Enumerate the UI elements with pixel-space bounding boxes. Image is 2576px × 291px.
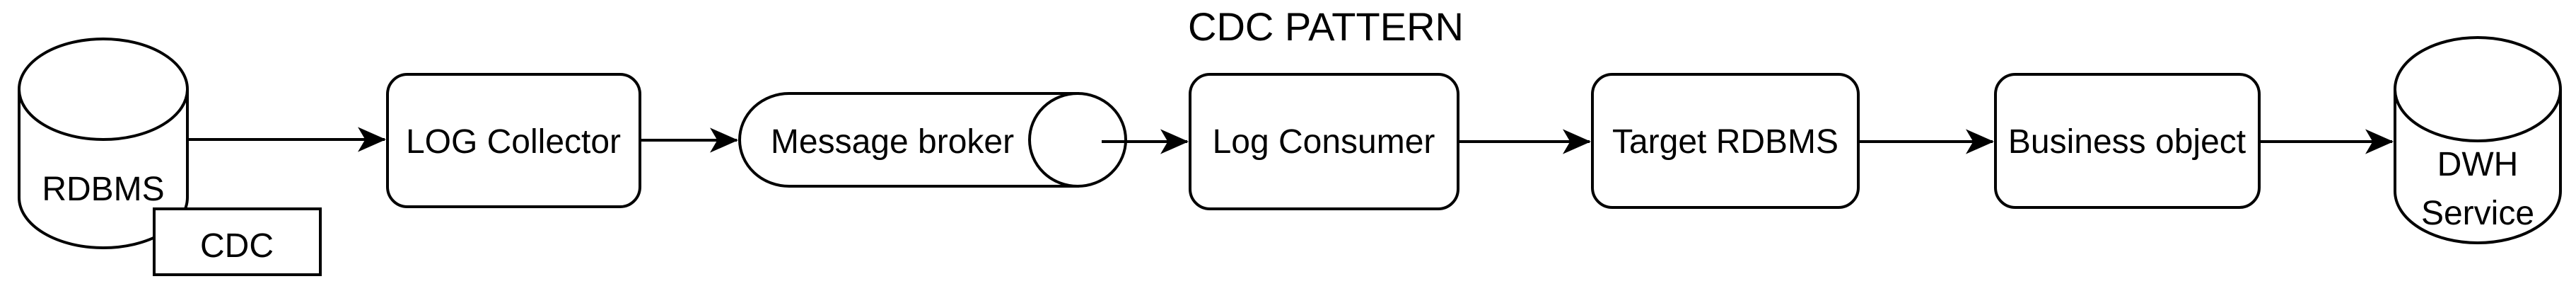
node-message-broker: Message broker — [738, 92, 1127, 188]
message-broker-end-ellipse — [1028, 92, 1127, 188]
node-business-object: Business object — [1994, 73, 2261, 209]
database-cylinder-shape — [18, 38, 189, 249]
node-dwh-service: DWH Service — [2394, 36, 2562, 244]
database-cylinder-top-arc — [18, 89, 189, 141]
diagram-title: CDC PATTERN — [1188, 4, 1464, 49]
business-object-label: Business object — [2008, 123, 2246, 161]
dwh-service-label-line2: Service — [2421, 195, 2534, 232]
target-rdbms-label: Target RDBMS — [1612, 123, 1838, 161]
log-consumer-label: Log Consumer — [1213, 123, 1435, 161]
node-cdc: CDC — [153, 207, 322, 276]
message-broker-label: Message broker — [771, 123, 1014, 161]
cdc-label: CDC — [200, 227, 274, 265]
log-collector-label: LOG Collector — [406, 123, 621, 161]
node-log-consumer: Log Consumer — [1189, 73, 1459, 210]
dwh-cylinder-top-arc — [2394, 89, 2562, 142]
cdc-rectangle-shape — [153, 207, 322, 276]
node-log-collector: LOG Collector — [386, 73, 641, 208]
dwh-service-label-line1: DWH — [2437, 146, 2519, 183]
node-source-rdbms: RDBMS — [18, 38, 189, 249]
source-rdbms-label: RDBMS — [42, 171, 164, 208]
message-broker-body-shape — [738, 92, 1079, 188]
node-target-rdbms: Target RDBMS — [1591, 73, 1860, 209]
